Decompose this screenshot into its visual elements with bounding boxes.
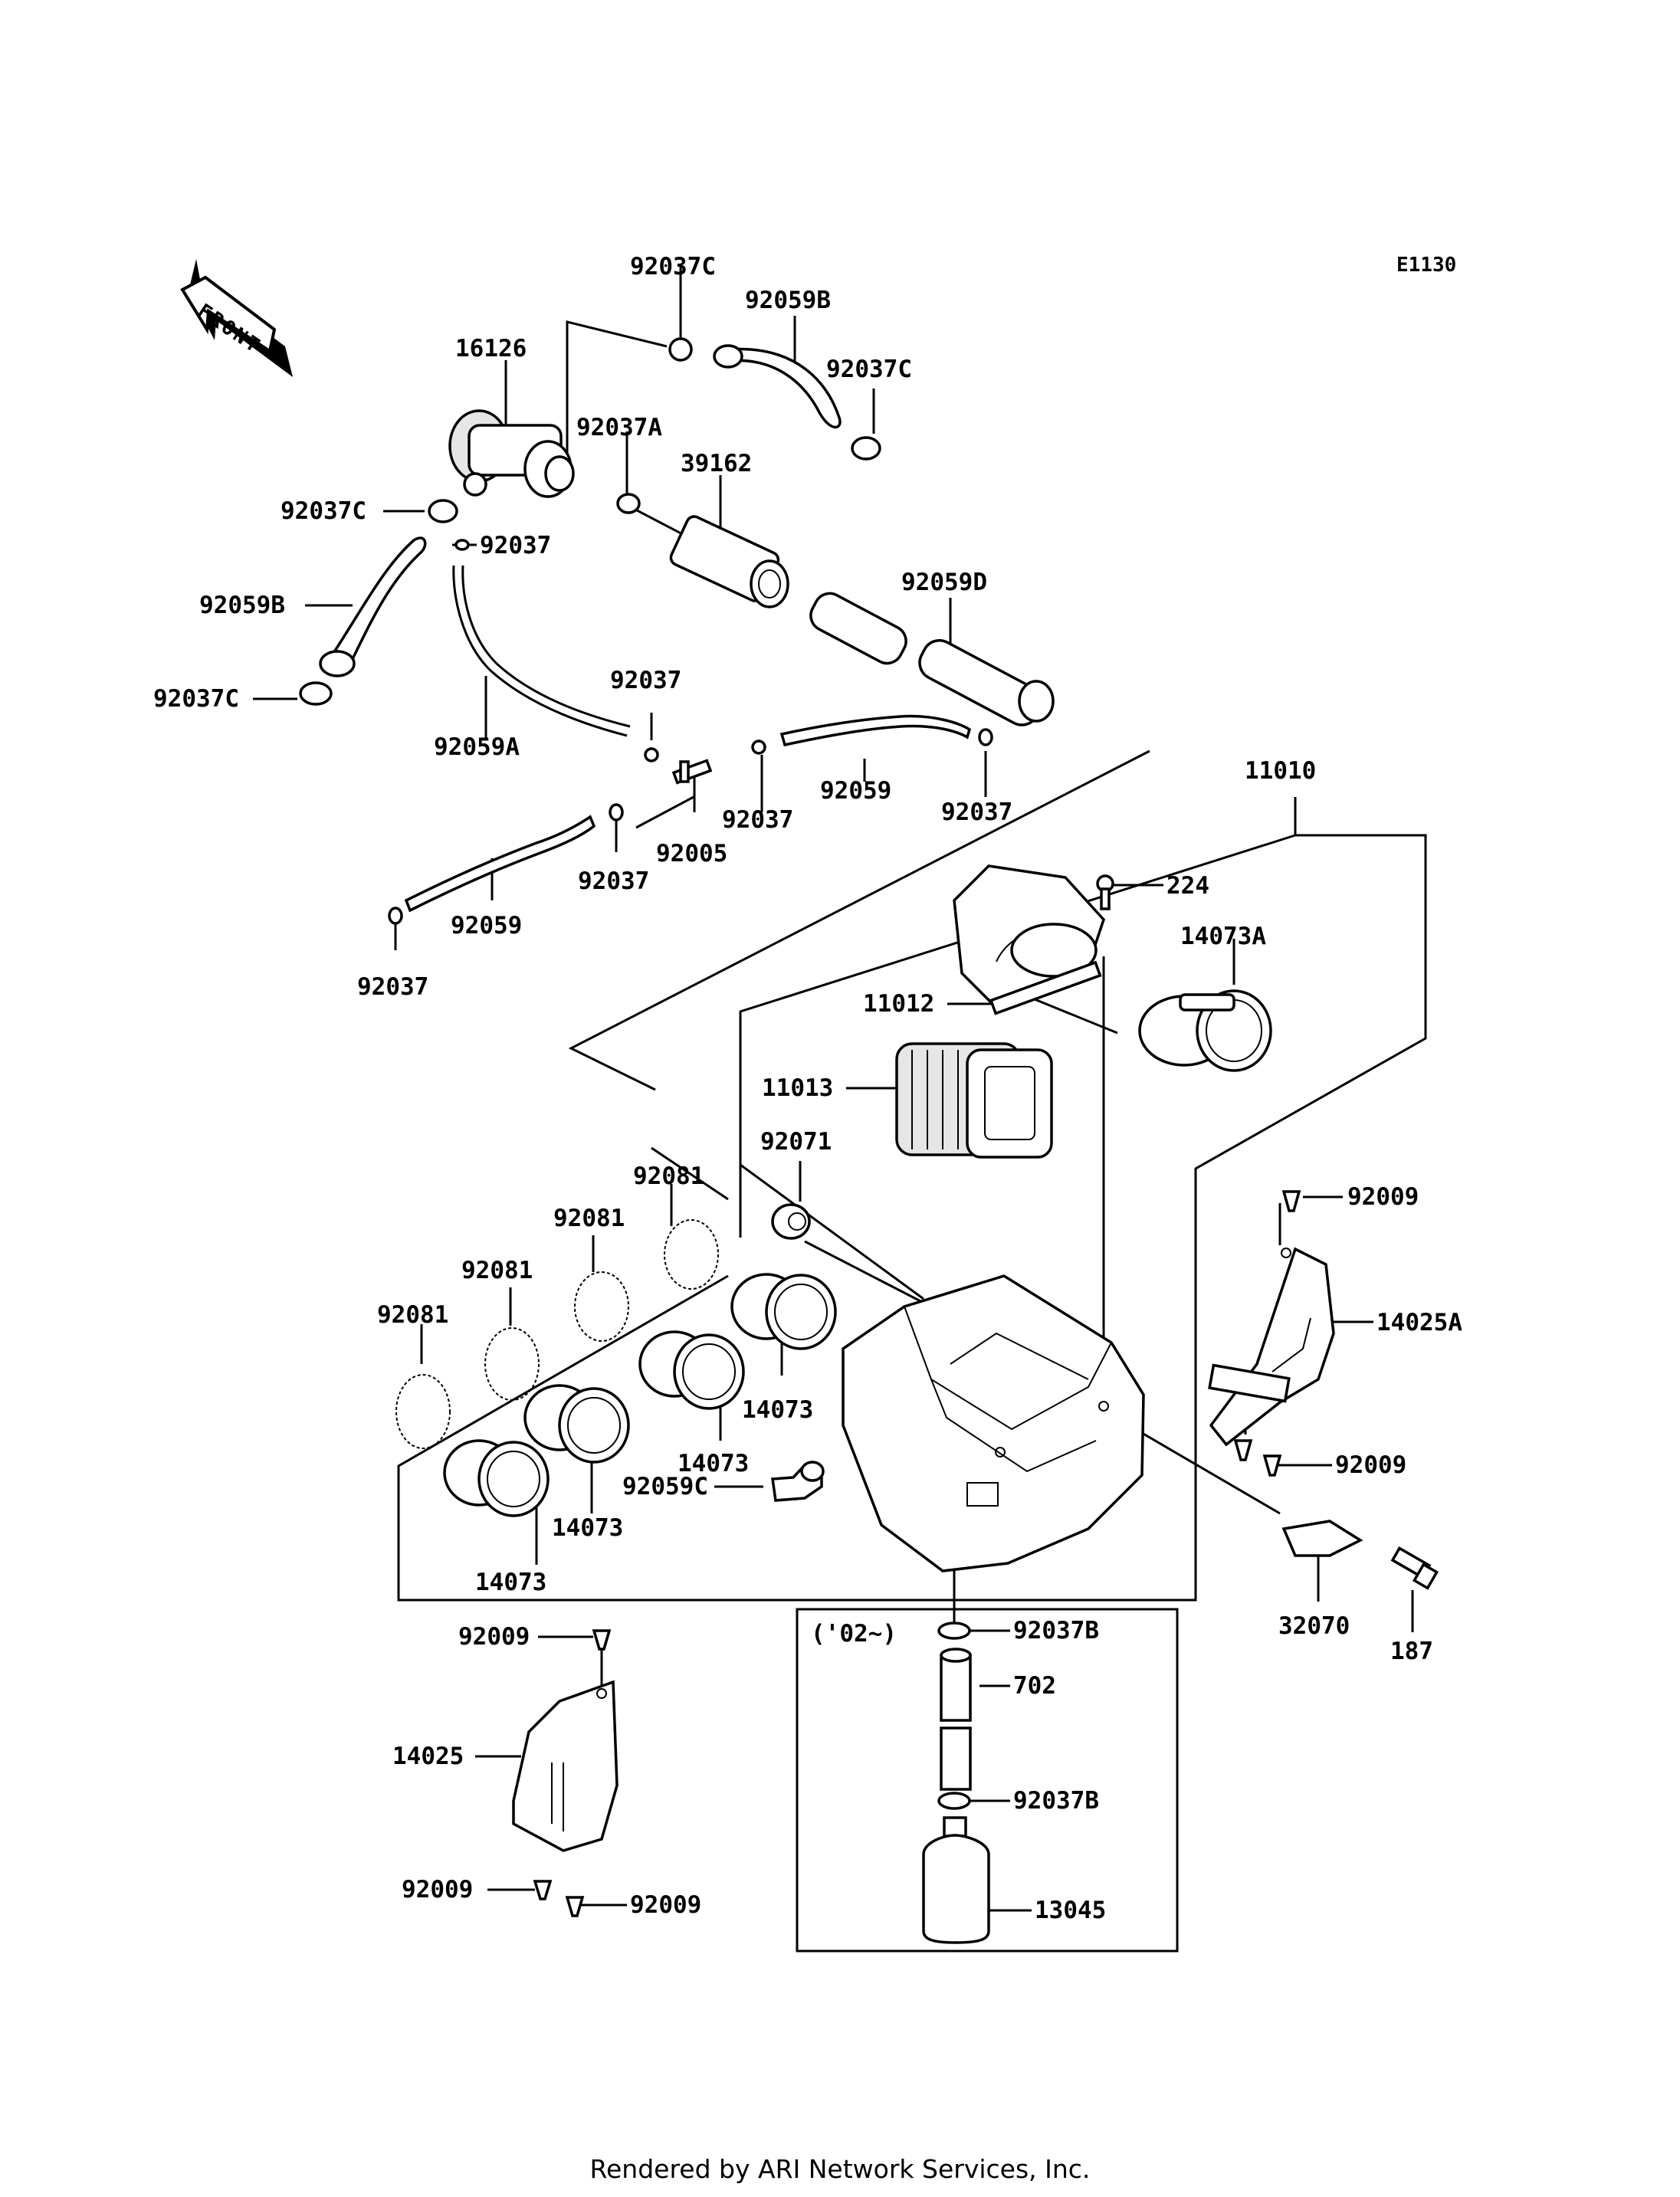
label-92037B-b: 92037B <box>1013 1787 1099 1815</box>
screws-left <box>533 1629 612 1917</box>
label-92037C-top: 92037C <box>630 253 716 280</box>
label-92009-c: 92009 <box>458 1623 530 1651</box>
label-92071: 92071 <box>760 1128 832 1156</box>
label-92037B-a: 92037B <box>1013 1617 1099 1644</box>
label-224: 224 <box>1166 872 1209 900</box>
part-92081-springs <box>395 1219 719 1449</box>
label-92081-c: 92081 <box>461 1257 533 1284</box>
part-92059B-hose-left <box>319 536 427 677</box>
part-14073A-boot <box>1138 989 1272 1072</box>
label-92005: 92005 <box>656 840 727 867</box>
label-92037-f: 92037 <box>941 798 1012 826</box>
label-11012: 11012 <box>863 990 934 1018</box>
label-92059-a: 92059 <box>451 912 522 939</box>
front-arrow-icon: FRONT <box>180 259 293 377</box>
label-13045: 13045 <box>1035 1897 1106 1924</box>
part-16126-valve <box>448 409 575 498</box>
label-92009-a: 92009 <box>1347 1183 1419 1211</box>
part-39162-filter <box>669 515 789 608</box>
label-92059-b: 92059 <box>820 777 891 805</box>
label-92009-e: 92009 <box>630 1891 701 1919</box>
label-92059D: 92059D <box>901 569 987 596</box>
label-variant-note: ('02~) <box>811 1620 897 1648</box>
label-92081-d: 92081 <box>377 1301 448 1329</box>
label-92037-c: 92037 <box>578 867 649 895</box>
part-92005-fitting <box>671 759 713 785</box>
label-92081-a: 92081 <box>633 1162 704 1190</box>
label-92059B-left: 92059B <box>199 592 285 619</box>
label-11010: 11010 <box>1245 757 1316 785</box>
label-92037C-right: 92037C <box>826 356 912 383</box>
callout-labels: 92037C 92059B 92037C 16126 92037A 39162 … <box>153 253 1462 1924</box>
part-92059D-hose <box>809 592 1055 726</box>
label-39162: 39162 <box>681 450 752 477</box>
part-92059-hose-right <box>779 714 972 747</box>
label-92037-d: 92037 <box>357 973 428 1001</box>
label-14073-a: 14073 <box>742 1396 813 1424</box>
diagram-code: E1130 <box>1396 254 1456 277</box>
label-92037C-bottom: 92037C <box>153 685 239 713</box>
label-92009-d: 92009 <box>402 1876 473 1904</box>
part-92059A-hose <box>452 565 631 737</box>
label-92037C-left: 92037C <box>281 497 366 525</box>
footer-credit: Rendered by ARI Network Services, Inc. <box>590 2154 1091 2184</box>
label-92059A: 92059A <box>434 733 520 761</box>
part-14025A-cover <box>1208 1247 1335 1447</box>
part-702-tube <box>937 1622 972 1810</box>
part-11013-element <box>895 1042 1053 1159</box>
label-92037-e: 92037 <box>722 806 793 834</box>
label-187: 187 <box>1390 1638 1433 1665</box>
label-11013: 11013 <box>762 1074 833 1102</box>
label-92037-a: 92037 <box>480 532 551 559</box>
part-13045-bottle <box>922 1816 990 1944</box>
label-92037-b: 92037 <box>610 667 681 694</box>
leader-lines <box>253 267 1427 1953</box>
label-14073-d: 14073 <box>475 1569 546 1596</box>
label-92009-b: 92009 <box>1335 1451 1406 1479</box>
part-187-bolt <box>1390 1546 1439 1590</box>
part-92059-hose-left <box>404 815 596 913</box>
label-92037A: 92037A <box>576 414 662 441</box>
part-11012-housing-cover <box>953 864 1105 1015</box>
part-92071-grommet <box>771 1203 811 1240</box>
label-14025: 14025 <box>392 1743 464 1770</box>
part-224-bolt <box>1096 874 1114 910</box>
label-92059C: 92059C <box>622 1473 708 1500</box>
label-92059B-top: 92059B <box>745 287 831 314</box>
part-14073-boots <box>443 1273 837 1517</box>
label-14073-c: 14073 <box>552 1514 623 1542</box>
part-14025-cover <box>512 1680 619 1852</box>
clamps <box>299 337 993 925</box>
screws-right <box>1233 1190 1301 1477</box>
label-14025A: 14025A <box>1376 1309 1462 1336</box>
label-14073A: 14073A <box>1180 923 1266 950</box>
label-16126: 16126 <box>455 335 527 362</box>
label-702: 702 <box>1013 1672 1056 1700</box>
label-14073-b: 14073 <box>678 1450 749 1477</box>
part-32070-bracket <box>1281 1520 1363 1557</box>
part-air-box <box>842 1274 1145 1572</box>
label-92081-b: 92081 <box>553 1205 625 1232</box>
part-92059C-elbow <box>771 1461 825 1502</box>
label-32070: 32070 <box>1278 1612 1350 1640</box>
part-92059B-hose-top <box>713 344 842 429</box>
